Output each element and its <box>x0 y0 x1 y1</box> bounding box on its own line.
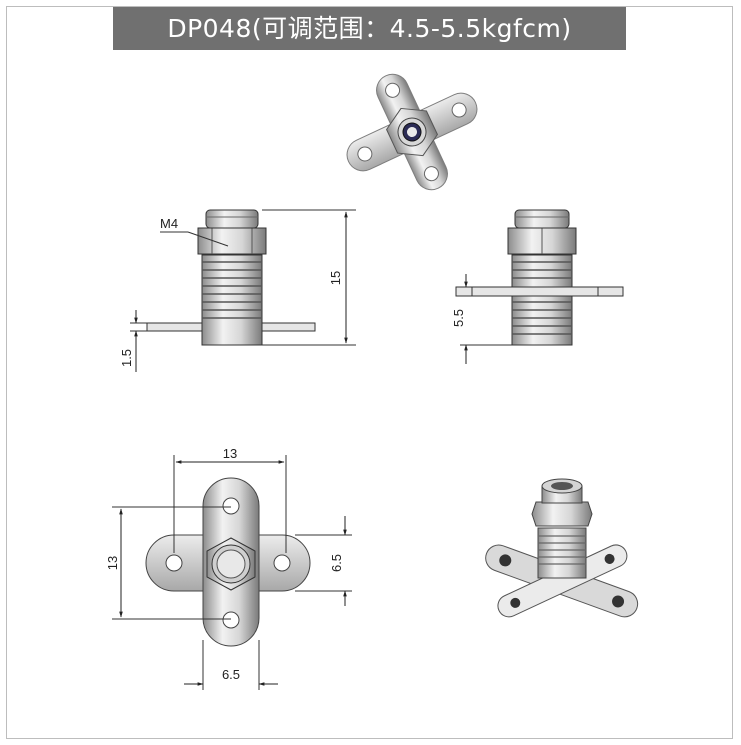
side-view <box>130 209 356 372</box>
front-view <box>455 209 624 364</box>
height-dimension: 15 <box>328 271 343 285</box>
hinge-photo-top <box>346 73 478 191</box>
base-thickness-dimension: 1.5 <box>119 349 134 367</box>
arm-width-dimension: 6.5 <box>222 667 240 682</box>
ear-width-dimension: 6.5 <box>329 554 344 572</box>
page-title: DP048(可调范围：4.5-5.5kgfcm) <box>113 7 626 50</box>
top-height-dimension: 13 <box>105 556 120 570</box>
thread-label: M4 <box>160 216 178 231</box>
drawing-frame <box>6 6 733 739</box>
top-width-dimension: 13 <box>223 446 237 461</box>
hinge-photo-iso <box>485 478 639 618</box>
offset-dimension: 5.5 <box>451 309 466 327</box>
top-view <box>112 455 352 690</box>
